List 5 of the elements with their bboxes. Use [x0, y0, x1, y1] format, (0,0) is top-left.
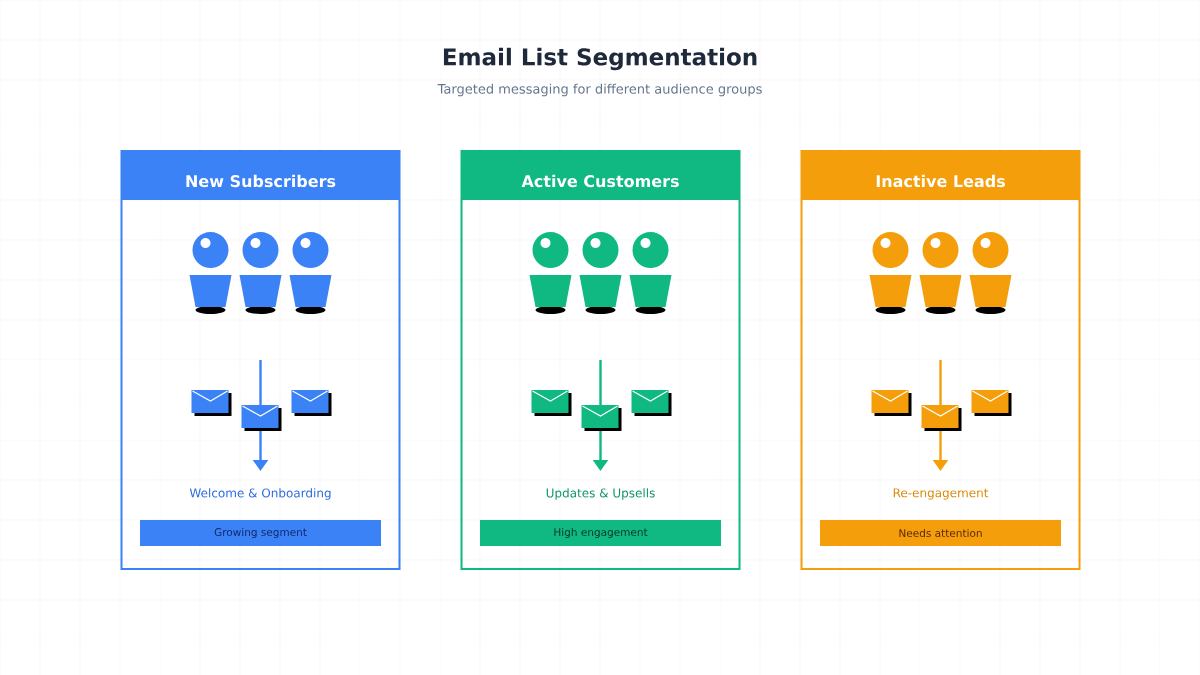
status-badge: Needs attention [820, 520, 1061, 546]
status-badge: High engagement [480, 520, 721, 546]
title: Email List Segmentation [443, 47, 757, 71]
subtitle: Targeted messaging for different audience groups [437, 83, 762, 97]
status-badge: Growing segment [140, 520, 381, 546]
